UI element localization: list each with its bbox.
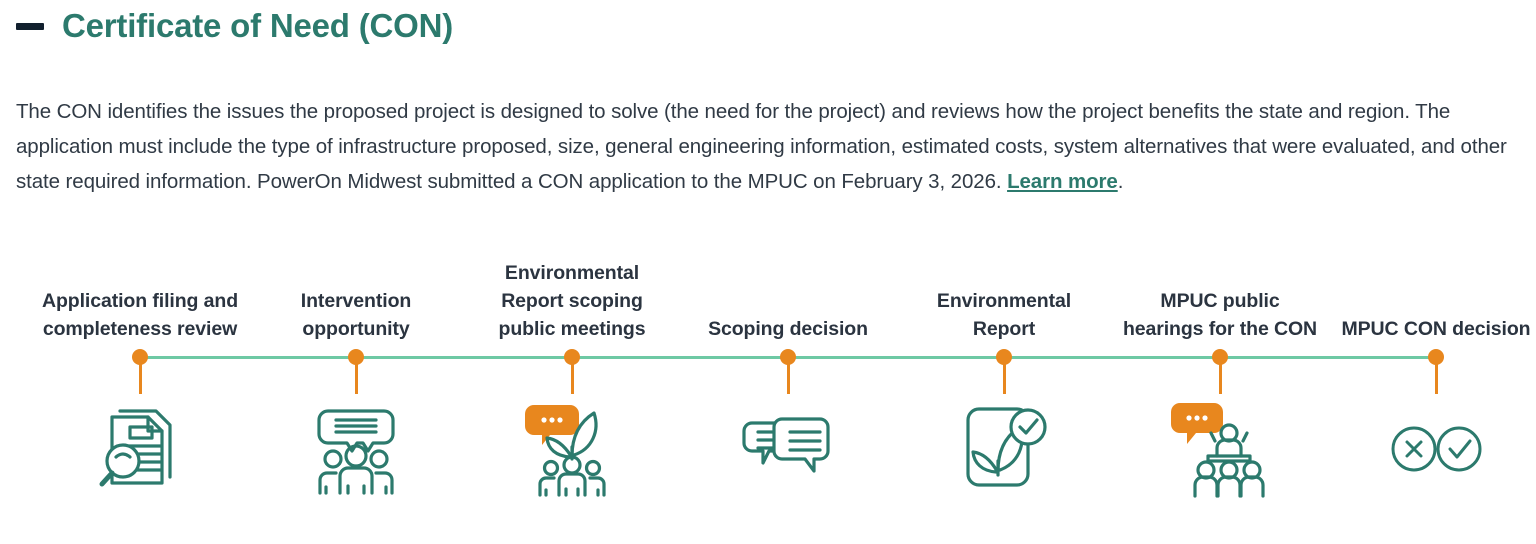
- timeline-label-5: Environmental Report: [936, 290, 1072, 340]
- timeline-marker-2[interactable]: [343, 343, 369, 394]
- page-title: Certificate of Need (CON): [62, 6, 454, 44]
- timeline-label-2: Intervention opportunity: [300, 290, 412, 340]
- timeline-dot-icon: [348, 349, 364, 365]
- timeline-marker-4[interactable]: [775, 343, 801, 394]
- timeline-icons: [16, 395, 1520, 507]
- timeline-dot-icon: [780, 349, 796, 365]
- timeline-marker-6[interactable]: [1207, 343, 1233, 394]
- x-check-circles-icon: [1381, 395, 1491, 503]
- timeline-axis: [16, 343, 1520, 394]
- timeline-marker-7[interactable]: [1423, 343, 1449, 394]
- description-text-part1: The CON identifies the issues the propos…: [16, 100, 1507, 193]
- timeline-stem: [354, 364, 358, 394]
- document-magnifier-icon: [85, 395, 195, 503]
- timeline-stem: [1218, 364, 1222, 394]
- timeline-label-6: MPUC public hearings for the CON: [1122, 290, 1318, 340]
- report-leaf-check-icon: [949, 395, 1059, 503]
- timeline-dot-icon: [1428, 349, 1444, 365]
- timeline-label-7: MPUC CON decision: [1341, 318, 1531, 340]
- two-speech-bubbles-icon: [733, 395, 843, 503]
- timeline-stem: [786, 364, 790, 394]
- process-timeline: Application filing and completeness revi…: [16, 225, 1531, 525]
- timeline-labels: Application filing and completeness revi…: [16, 225, 1531, 343]
- timeline-stem: [1002, 364, 1006, 394]
- timeline-marker-3[interactable]: [559, 343, 585, 394]
- timeline-marker-5[interactable]: [991, 343, 1017, 394]
- minus-dash-icon[interactable]: [16, 22, 44, 30]
- speech-bubble-audience-icon: [1165, 395, 1275, 503]
- timeline-label-3: Environmental Report scoping public meet…: [498, 262, 646, 340]
- timeline-marker-1[interactable]: [127, 343, 153, 394]
- timeline-dot-icon: [132, 349, 148, 365]
- timeline-dot-icon: [564, 349, 580, 365]
- timeline-stem: [138, 364, 142, 394]
- timeline-dot-icon: [1212, 349, 1228, 365]
- learn-more-link[interactable]: Learn more: [1007, 170, 1118, 193]
- timeline-stem: [1434, 364, 1438, 394]
- timeline-label-1: Application filing and completeness revi…: [41, 290, 239, 340]
- speech-bubble-people-icon: [301, 395, 411, 503]
- section-header: Certificate of Need (CON): [16, 0, 1520, 50]
- timeline-label-4: Scoping decision: [708, 318, 868, 340]
- timeline-stem: [570, 364, 574, 394]
- timeline-dot-icon: [996, 349, 1012, 365]
- description-text-part2: .: [1117, 170, 1124, 193]
- speech-bubble-leaf-people-icon: [517, 395, 627, 503]
- section-description: The CON identifies the issues the propos…: [16, 94, 1520, 199]
